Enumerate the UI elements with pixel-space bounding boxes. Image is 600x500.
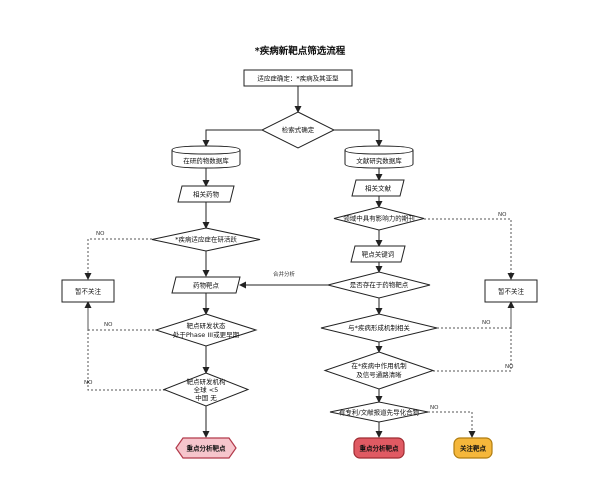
node-related-lit: 相关文献 [351, 179, 405, 197]
node-target-keyword-label: 靶点关键词 [362, 250, 395, 259]
edge-active-no [84, 238, 152, 280]
edge-label-no-global: NO [84, 380, 93, 386]
node-pathway-line1: 在*疾病中作用机制 [351, 361, 407, 370]
node-global-mech-line2: 全球 <5 [194, 385, 219, 394]
node-search-method-label: 检索式确定 [282, 125, 315, 134]
node-drug-database-label: 在研药物数据库 [183, 156, 229, 165]
node-end-key-mid-label: 重点分析靶点 [360, 444, 400, 453]
edge-search-litdb [334, 129, 383, 147]
node-pathway: 在*疾病中作用机制 及信号通路清晰 [323, 351, 435, 390]
edge-label-no-pathway: NO [505, 364, 514, 370]
edge-impact-no [424, 218, 515, 280]
node-no-focus-right-label: 暂不关注 [498, 287, 525, 296]
edge-label-no-active: NO [96, 231, 105, 237]
edge-devstatus-no [87, 302, 158, 331]
diagram-title: *疾病新靶点筛选流程 [255, 45, 346, 57]
node-end-focus-label: 关注靶点 [460, 444, 487, 453]
node-indication: 适应症确定：*疾病及其亚型 [243, 69, 353, 87]
node-mechanism: 与*疾病形成机制相关 [320, 313, 438, 343]
edge-pathway-no [433, 302, 512, 372]
node-end-key-left-label: 重点分析靶点 [187, 444, 227, 453]
edge-label-no-patent: NO [430, 405, 439, 411]
node-drug-target-label: 药物靶点 [193, 281, 220, 290]
edge-patent-focus [428, 411, 476, 438]
node-drug-database: 在研药物数据库 [171, 145, 241, 169]
node-dev-status-line2: 处于Phase III或更早期 [173, 330, 240, 339]
node-target-keyword: 靶点关键词 [350, 245, 406, 263]
edges [84, 86, 515, 438]
edge-search-drugdb [202, 129, 262, 147]
node-related-lit-label: 相关文献 [365, 184, 392, 193]
node-search-method: 检索式确定 [260, 111, 336, 149]
node-end-key-left: 重点分析靶点 [175, 437, 237, 459]
node-disease-active-label: *疾病适应症在研活跃 [175, 235, 237, 244]
node-end-focus: 关注靶点 [453, 437, 493, 459]
edge-label-no-impact: NO [498, 212, 507, 218]
node-end-key-mid: 重点分析靶点 [353, 437, 405, 459]
node-dev-status-line1: 靶点研发状态 [187, 321, 227, 330]
node-mechanism-label: 与*疾病形成机制相关 [348, 323, 410, 332]
node-drug-target: 药物靶点 [171, 276, 241, 294]
node-exists-drug-target: 是否存在于药物靶点 [327, 271, 431, 299]
edge-label-merge: 合并分析 [273, 270, 296, 278]
edge-label-no-devstatus: NO [104, 322, 113, 328]
edge-mechanism-no [437, 302, 512, 329]
node-impact-period: 领域中具有影响力的期刊 [333, 206, 425, 231]
node-related-drugs: 相关药物 [177, 185, 235, 203]
edge-label-no-mechanism: NO [482, 320, 491, 326]
node-patent-label: 有专利/文献报道先导化合物 [339, 408, 420, 417]
node-global-mech: 靶点研发机构 全球 <5 中国 无 [162, 372, 250, 407]
node-related-drugs-label: 相关药物 [193, 190, 220, 199]
node-impact-period-label: 领域中具有影响力的期刊 [343, 214, 415, 223]
node-lit-database: 文献研究数据库 [344, 145, 414, 169]
node-exists-drug-target-label: 是否存在于药物靶点 [350, 280, 409, 289]
node-lit-database-label: 文献研究数据库 [356, 156, 402, 165]
node-pathway-line2: 及信号通路清晰 [356, 370, 402, 379]
node-patent: 有专利/文献报道先导化合物 [329, 401, 429, 423]
edge-global-no [87, 302, 165, 391]
node-indication-label: 适应症确定：*疾病及其亚型 [257, 74, 339, 83]
node-dev-status: 靶点研发状态 处于Phase III或更早期 [154, 313, 258, 347]
node-disease-active: *疾病适应症在研活跃 [151, 227, 261, 252]
node-global-mech-line3: 中国 无 [195, 393, 217, 402]
node-no-focus-right: 暂不关注 [484, 279, 538, 303]
node-no-focus-left: 暂不关注 [61, 279, 115, 303]
node-global-mech-line1: 靶点研发机构 [187, 377, 227, 386]
node-no-focus-left-label: 暂不关注 [75, 287, 102, 296]
